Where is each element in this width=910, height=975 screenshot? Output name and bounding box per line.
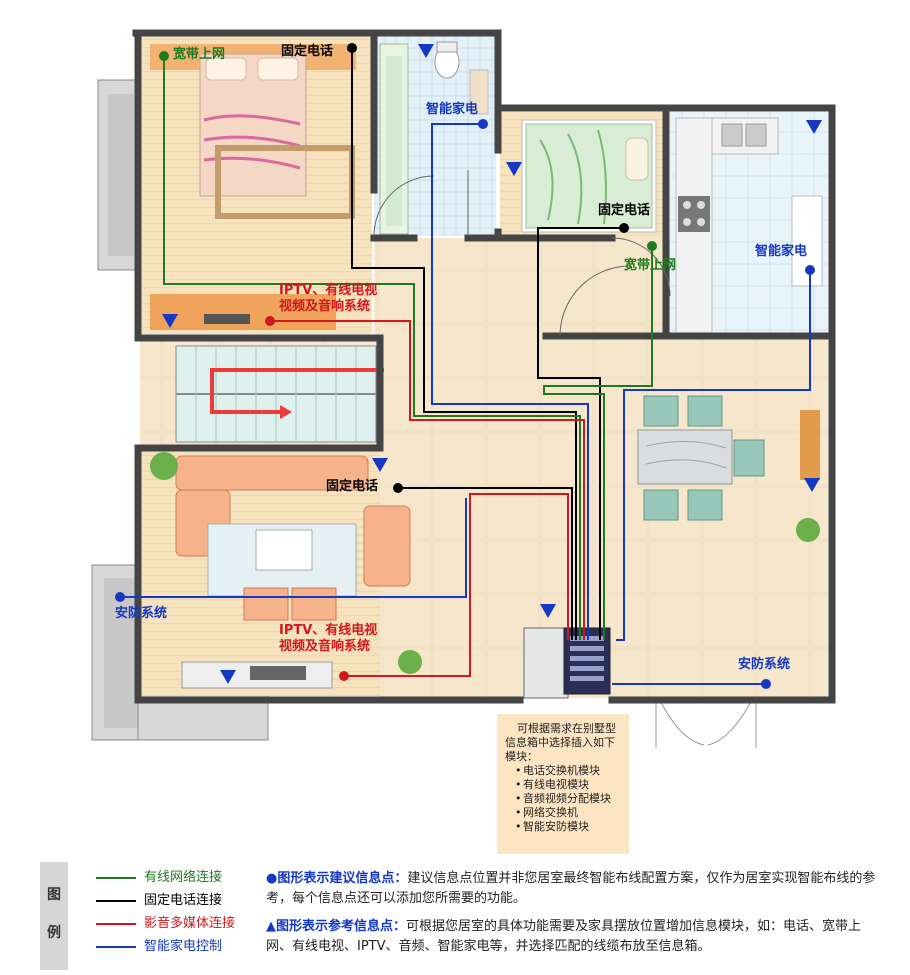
module-item: 智能安防模块 — [515, 820, 623, 834]
legend-item-control: 智能家电控制 — [96, 939, 222, 955]
legend-item-label: 影音多媒体连接 — [144, 916, 236, 931]
bedroom-2-furniture — [521, 119, 657, 233]
living-room-furniture — [150, 452, 820, 689]
label-iptv-living-room: IPTV、有线电视 视频及音响系统 — [279, 623, 377, 655]
label-appliance-kitchen: 智能家电 — [755, 244, 808, 259]
legend-item-phone: 固定电话连接 — [96, 893, 222, 909]
network-wiring — [163, 56, 653, 640]
entrance-door — [655, 698, 757, 748]
label-appliance-bathroom: 智能家电 — [426, 102, 479, 117]
phone-wiring — [351, 48, 624, 640]
bathroom-fixtures — [379, 41, 489, 235]
label-broadband-bedroom-2: 宽带上网 — [624, 258, 677, 273]
kitchen-fixtures — [675, 117, 823, 337]
module-list: 电话交换机模块 有线电视模块 音频视频分配模块 网络交换机 智能安防模块 — [505, 764, 623, 834]
legend-item-network: 有线网络连接 — [96, 870, 222, 886]
dining-set — [637, 395, 820, 521]
info-point-dots — [115, 43, 815, 689]
legend-explain-suggested-text: 建议信息点位置并非您居室最终智能布线配置方案，仅作为居室实现智能布线的参考，每个… — [266, 871, 876, 906]
label-iptv-bedroom-1: IPTV、有线电视 视频及音响系统 — [279, 283, 377, 315]
label-iptv-bedroom-1-line-2: 视频及音响系统 — [279, 299, 371, 314]
module-note-intro: 可根据需求在别墅型信息箱中选择插入如下模块： — [505, 722, 616, 763]
label-phone-living-room: 固定电话 — [326, 479, 379, 494]
balcony-left-top — [97, 79, 139, 271]
legend-item-media: 影音多媒体连接 — [96, 916, 235, 932]
walls — [132, 29, 836, 704]
legend-item-label: 固定电话连接 — [144, 893, 223, 908]
label-iptv-living-room-line-2: 视频及音响系统 — [279, 639, 371, 654]
module-item: 有线电视模块 — [515, 778, 623, 792]
reference-triangle-markers — [162, 44, 822, 684]
legend-tag-char-2: 例 — [47, 925, 61, 941]
legend-explain-reference-title: ▲图形表示参考信息点： — [266, 919, 406, 934]
floor-plan — [91, 29, 836, 748]
label-phone-bedroom-1: 固定电话 — [281, 44, 334, 59]
staircase — [175, 345, 384, 443]
bedroom-1-furniture — [150, 44, 356, 330]
label-iptv-bedroom-1-line-1: IPTV、有线电视 — [279, 283, 378, 298]
label-security-living-room: 安防系统 — [115, 606, 168, 621]
hall-floor — [374, 238, 670, 338]
module-item: 电话交换机模块 — [515, 764, 623, 778]
module-item: 音频视频分配模块 — [515, 792, 623, 806]
legend-item-label: 有线网络连接 — [144, 870, 223, 885]
legend-item-label: 智能家电控制 — [144, 939, 223, 954]
label-iptv-living-room-line-1: IPTV、有线电视 — [279, 623, 378, 638]
control-wiring — [120, 123, 811, 685]
legend-explain-reference-text: 可根据您居室的具体功能需要及家具摆放位置增加信息模块，如：电话、宽带上网、有线电… — [266, 919, 862, 954]
module-item: 网络交换机 — [515, 806, 623, 820]
label-phone-bedroom-2: 固定电话 — [598, 203, 651, 218]
label-security-entrance: 安防系统 — [738, 657, 791, 672]
label-broadband-bedroom-1: 宽带上网 — [173, 47, 226, 62]
module-note: 可根据需求在别墅型信息箱中选择插入如下模块： 电话交换机模块 有线电视模块 音频… — [497, 714, 629, 854]
legend-tag-char-1: 图 — [47, 887, 61, 903]
media-wiring — [270, 320, 585, 677]
legend-explain-suggested-title: ●图形表示建议信息点： — [266, 871, 408, 886]
legend-tag: 图 例 — [40, 862, 68, 970]
legend-explain-reference: ▲图形表示参考信息点：可根据您居室的具体功能需要及家具摆放位置增加信息模块，如：… — [266, 917, 886, 957]
legend-explain-suggested: ●图形表示建议信息点：建议信息点位置并非您居室最终智能布线配置方案，仅作为居室实… — [266, 869, 886, 909]
